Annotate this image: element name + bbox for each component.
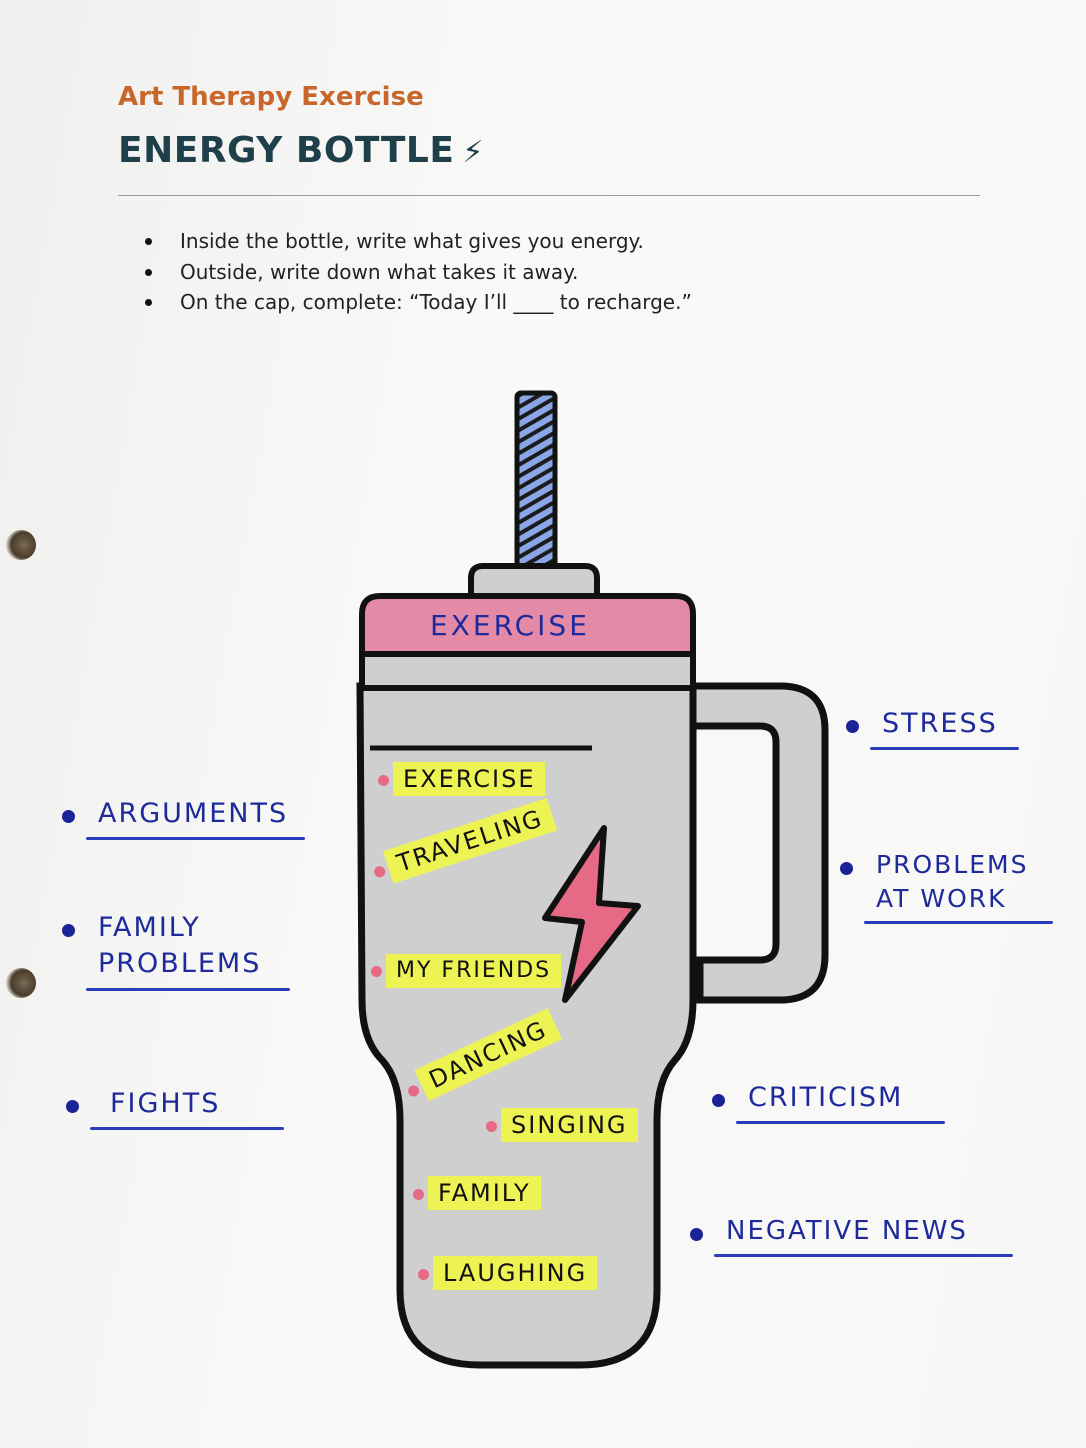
lid-top: [468, 563, 600, 599]
inside-item-label: SINGING: [501, 1108, 638, 1142]
bullet-dot: [62, 924, 75, 937]
lightning-bolt-icon: [542, 825, 641, 1003]
bullet-dot: [372, 864, 387, 879]
outside-item-label: FIGHTS: [110, 1088, 221, 1119]
bullet-dot: [840, 862, 853, 875]
outside-item: FIGHTS: [66, 1086, 284, 1131]
outside-item-label: PROBLEMS AT WORK: [876, 850, 1029, 913]
bullet-dot: [712, 1094, 725, 1107]
punch-hole: [6, 968, 36, 998]
underline: [864, 920, 1053, 924]
inside-item: FAMILY: [413, 1176, 541, 1210]
outside-item-label: FAMILY PROBLEMS: [98, 912, 262, 980]
bullet-dot: [378, 774, 389, 786]
header-divider: [118, 195, 980, 196]
underline: [86, 837, 305, 841]
instruction-item: Inside the bottle, write what gives you …: [145, 226, 692, 257]
bottle-handle: [686, 682, 829, 1004]
bullet-dot: [66, 1100, 79, 1113]
outside-item-label: STRESS: [882, 708, 998, 739]
bullet-dot: [690, 1228, 703, 1241]
outside-item: STRESS: [846, 706, 1019, 751]
inside-item: LAUGHING: [418, 1256, 598, 1290]
underline: [870, 747, 1019, 751]
underline: [736, 1121, 945, 1125]
bullet-dot: [62, 810, 75, 823]
underline: [90, 1127, 284, 1131]
inside-item: SINGING: [486, 1108, 638, 1142]
bullet-dot: [846, 720, 859, 733]
worksheet-subtitle: Art Therapy Exercise: [118, 82, 424, 112]
inside-item: EXERCISE: [378, 762, 546, 796]
outside-item: ARGUMENTS: [62, 796, 305, 841]
bullet-dot: [413, 1188, 424, 1200]
inside-item-label: EXERCISE: [393, 762, 546, 796]
cap-answer: EXERCISE: [430, 609, 590, 642]
bottle-collar: [359, 651, 696, 691]
inside-item-label: MY FRIENDS: [386, 954, 562, 988]
outside-item-label: NEGATIVE NEWS: [726, 1216, 968, 1246]
outside-item-label: CRITICISM: [748, 1082, 904, 1113]
underline: [714, 1254, 1013, 1258]
inside-item: MY FRIENDS: [371, 954, 562, 988]
lightning-bolt-icon: ⚡︎: [462, 135, 484, 170]
inside-item-label: LAUGHING: [433, 1256, 598, 1290]
outside-item: FAMILY PROBLEMS: [62, 910, 290, 991]
bullet-dot: [371, 965, 382, 977]
straw: [514, 390, 558, 576]
worksheet-title-text: ENERGY BOTTLE: [118, 130, 455, 171]
outside-item: NEGATIVE NEWS: [690, 1214, 1013, 1258]
instruction-item: Outside, write down what takes it away.: [145, 257, 692, 288]
bullet-dot: [486, 1120, 497, 1132]
outside-item: PROBLEMS AT WORK: [840, 848, 1053, 924]
instructions-list: Inside the bottle, write what gives you …: [145, 226, 692, 318]
worksheet-title: ENERGY BOTTLE⚡︎: [118, 130, 484, 171]
instruction-item: On the cap, complete: “Today I’ll ____ t…: [145, 287, 692, 318]
bullet-dot: [418, 1268, 429, 1280]
outside-item-label: ARGUMENTS: [98, 798, 289, 829]
underline: [86, 987, 290, 991]
outside-item: CRITICISM: [712, 1080, 945, 1125]
punch-hole: [6, 530, 36, 560]
inside-item-label: FAMILY: [428, 1176, 541, 1210]
bottle-cap: [359, 593, 696, 657]
